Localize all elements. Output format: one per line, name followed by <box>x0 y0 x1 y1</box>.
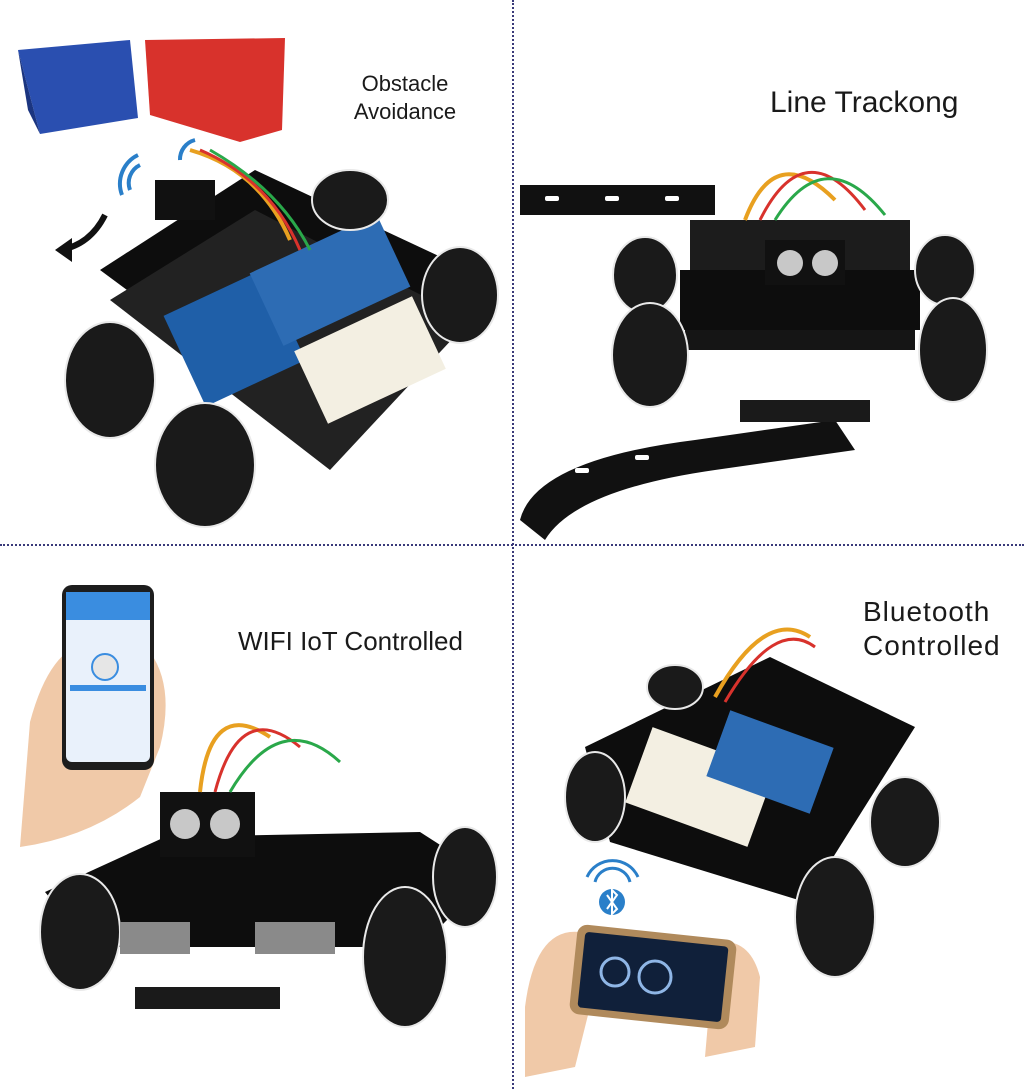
line-sensor-board <box>740 400 870 422</box>
mecanum-wheels <box>564 664 941 978</box>
panel-label: Bluetooth Controlled <box>863 596 1001 661</box>
horizontal-divider <box>0 544 1024 546</box>
panel-label: WIFI IoT Controlled <box>238 626 463 656</box>
app-header <box>66 592 150 620</box>
panel-label: Line Trackong <box>770 86 959 119</box>
panel-line-tracking: Line Trackong <box>515 0 1024 542</box>
line-tracking-illustration <box>520 170 988 540</box>
bluetooth-icon <box>585 859 640 917</box>
red-block <box>145 38 285 142</box>
wifi-iot-illustration <box>20 585 498 1028</box>
ultrasonic-sensor <box>155 180 215 220</box>
joystick-control <box>91 653 119 681</box>
mecanum-wheels <box>64 169 499 528</box>
track-curve <box>520 420 855 540</box>
caution-label <box>294 296 446 424</box>
steering-wheel-control <box>637 959 673 995</box>
control-board <box>706 710 834 814</box>
panel-obstacle-avoidance: Obstacle Avoidance <box>0 0 510 542</box>
caution-label <box>625 727 775 847</box>
panel-bluetooth: Bluetooth Controlled <box>515 547 1024 1089</box>
wifi-signal-icon <box>118 138 196 196</box>
line-sensor-board <box>135 987 280 1009</box>
blue-block <box>18 40 138 134</box>
panel-label: Obstacle Avoidance <box>353 71 457 124</box>
obstacle-avoidance-illustration <box>18 38 499 528</box>
mecanum-wheels <box>611 234 988 408</box>
bluetooth-illustration <box>525 627 941 1077</box>
panel-wifi-iot: WIFI IoT Controlled <box>0 547 510 1089</box>
mecanum-wheels <box>39 826 498 1028</box>
